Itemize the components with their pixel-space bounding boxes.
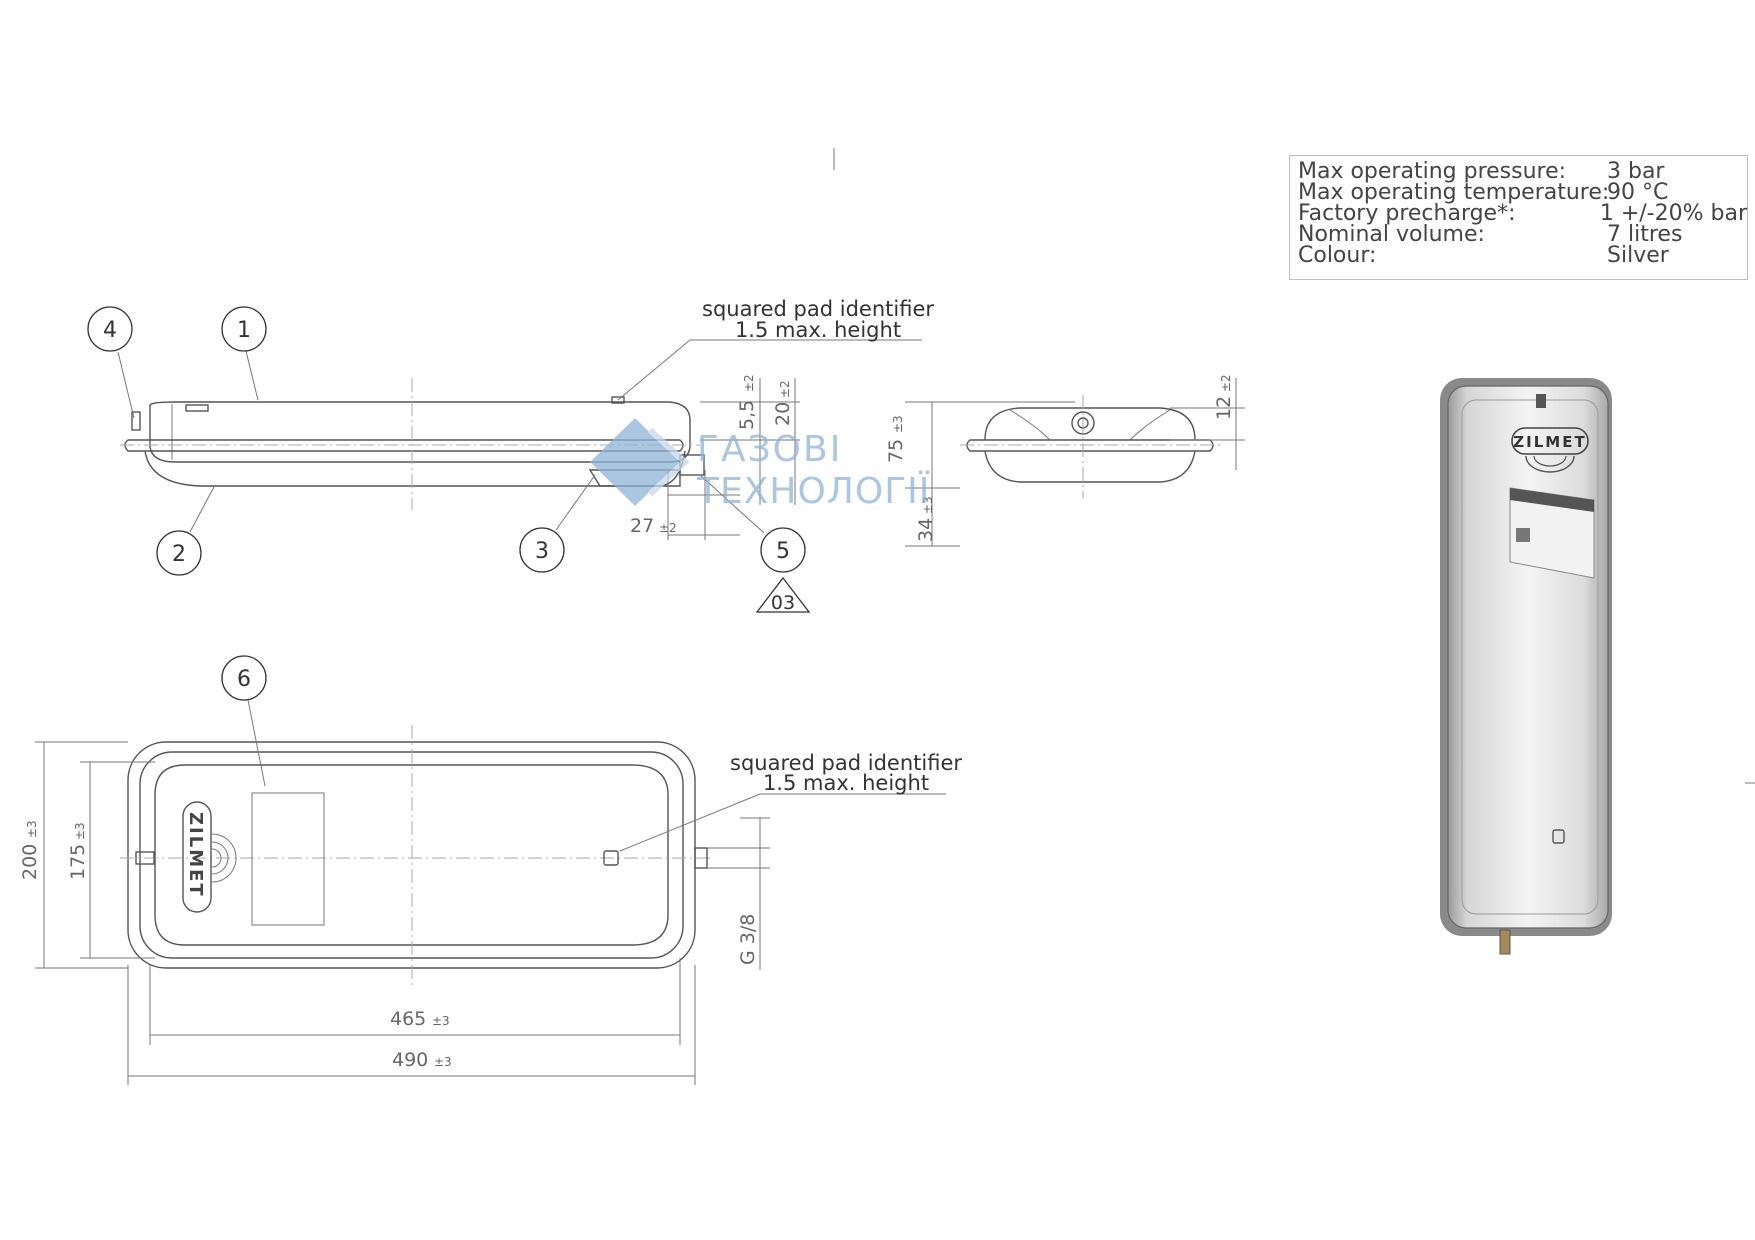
spec-row: Nominal volume: 7 litres <box>1298 222 1747 247</box>
dim-200-tol: ±3 <box>25 820 39 838</box>
watermark-line2: ТЕХНОЛОГІЇ <box>696 470 930 512</box>
end-view-top <box>984 407 1196 441</box>
pad-note-2-line2: 1.5 max. height <box>763 771 929 795</box>
dim-490-tol: ±3 <box>434 1055 452 1069</box>
spec-value: Silver <box>1607 243 1669 268</box>
side-view-pad <box>611 396 625 404</box>
logo-arc-icon <box>211 833 237 883</box>
callout-6 <box>221 655 267 701</box>
watermark-diamond-icon <box>590 418 680 506</box>
side-view-flange <box>124 439 684 452</box>
top-view-brand-text: ZILMET <box>185 812 206 898</box>
dim-490: 490 <box>392 1049 428 1071</box>
spec-row: Colour: Silver <box>1298 243 1747 268</box>
dim-12: 12 <box>1213 396 1235 420</box>
render-valve <box>1536 394 1546 408</box>
spec-label: Max operating temperature: <box>1298 180 1610 205</box>
top-view-valve <box>135 851 155 865</box>
dim-34-tol: ±3 <box>921 496 935 514</box>
dim-75: 75 <box>885 439 907 463</box>
dim-20-tol: ±2 <box>778 380 792 398</box>
callout-3 <box>519 527 565 573</box>
pad-note-1-line2: 1.5 max. height <box>735 318 901 342</box>
label-area <box>251 792 325 926</box>
pad-note-1-line1: squared pad identifier <box>702 297 934 321</box>
revision-label: 03 <box>771 592 795 614</box>
spec-label: Factory precharge*: <box>1298 201 1516 226</box>
specifications-table: Max operating pressure: 3 bar Max operat… <box>1289 155 1748 280</box>
dim-27: 27 <box>630 515 654 537</box>
end-view <box>905 378 1245 547</box>
callout-4-label: 4 <box>103 318 117 343</box>
dim-12-tol: ±2 <box>1219 374 1233 392</box>
dim-200: 200 <box>19 844 41 880</box>
dim-465-tol: ±3 <box>432 1014 450 1028</box>
dim-thread: G 3/8 <box>737 914 759 965</box>
dim-27-tol: ±2 <box>659 521 677 535</box>
pad-note-2-line1: squared pad identifier <box>730 751 962 775</box>
end-view-flange <box>966 439 1214 452</box>
render-connector <box>1499 929 1511 955</box>
callout-5-label: 5 <box>776 539 790 564</box>
spec-value: 1 +/-20% bar <box>1599 201 1747 226</box>
spec-row: Max operating pressure: 3 bar <box>1298 159 1747 184</box>
callout-2 <box>156 530 202 576</box>
side-view-valve <box>131 411 141 431</box>
spec-row: Max operating temperature: 90 °C <box>1298 180 1747 205</box>
end-view-valve-outer <box>1071 411 1095 435</box>
spec-row: Factory precharge*: 1 +/-20% bar <box>1298 201 1747 226</box>
side-view <box>117 339 922 534</box>
end-view-bottom <box>984 450 1196 483</box>
watermark-line1: ГАЗОВІ <box>697 429 842 470</box>
spec-value: 90 °C <box>1607 180 1669 205</box>
top-view-body <box>154 764 669 946</box>
callout-2-label: 2 <box>172 542 186 567</box>
render-brand-text: ZILMET <box>1513 433 1586 451</box>
spec-label: Max operating pressure: <box>1298 159 1567 184</box>
dim-20: 20 <box>772 402 794 426</box>
spec-value: 7 litres <box>1607 222 1683 247</box>
callout-3-label: 3 <box>535 539 549 564</box>
render-qr-icon <box>1516 528 1530 542</box>
spec-label: Nominal volume: <box>1298 222 1485 247</box>
revision-triangle <box>755 576 811 613</box>
dim-465: 465 <box>390 1008 426 1030</box>
dim-5-5-tol: ±2 <box>742 374 756 392</box>
logo-frame <box>182 801 212 913</box>
render-pad <box>1552 829 1565 844</box>
callout-1 <box>221 306 267 352</box>
top-view-connector <box>694 847 708 869</box>
dim-5-5: 5,5 <box>736 400 758 430</box>
top-view: ZILMET <box>35 699 946 1085</box>
side-view-body <box>149 401 691 463</box>
spec-label: Colour: <box>1298 243 1377 268</box>
callout-6-label: 6 <box>237 667 251 692</box>
render-tank <box>1447 385 1609 929</box>
product-render: ZILMET <box>1440 378 1612 955</box>
render-inner-edge <box>1461 399 1599 915</box>
dim-34: 34 <box>915 518 937 542</box>
side-view-valve-cap <box>185 404 209 412</box>
callout-1-label: 1 <box>237 318 251 343</box>
render-logo-frame <box>1511 427 1589 455</box>
dim-175: 175 <box>67 844 89 880</box>
top-view-pad <box>603 850 619 866</box>
dim-75-tol: ±3 <box>891 415 905 433</box>
spec-value: 3 bar <box>1607 159 1665 184</box>
callout-5 <box>760 527 806 573</box>
side-view-dimensions <box>667 378 800 540</box>
watermark: ГАЗОВІ ТЕХНОЛОГІЇ <box>590 418 930 512</box>
dim-175-tol: ±3 <box>73 822 87 840</box>
callout-4 <box>87 306 133 352</box>
